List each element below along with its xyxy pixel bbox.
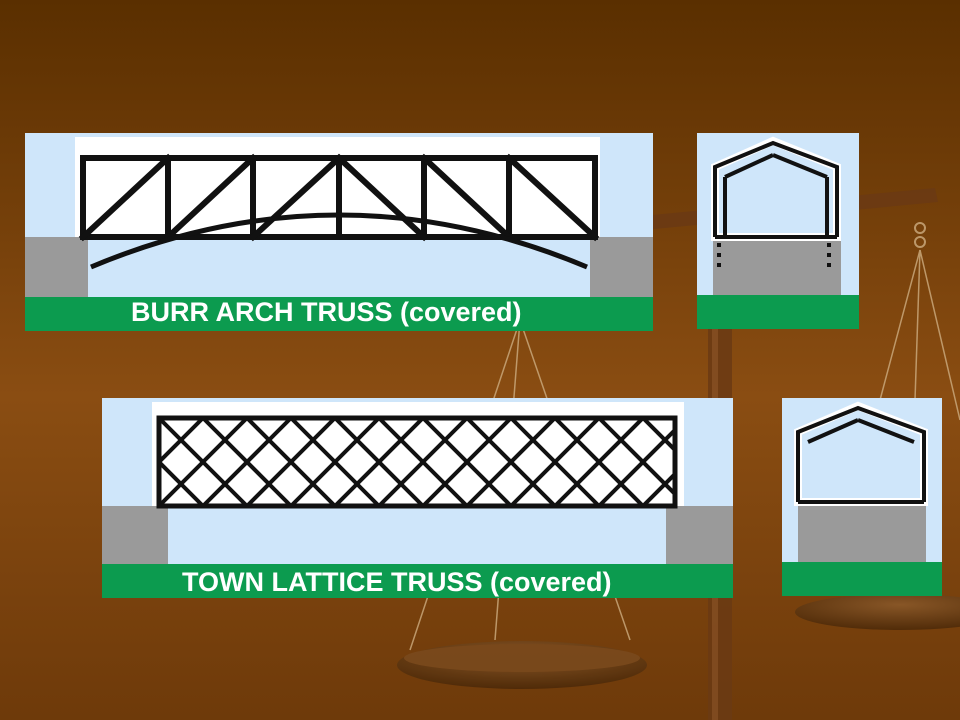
ground-strip bbox=[102, 564, 733, 598]
lattice-diagonal bbox=[553, 418, 645, 506]
burr-arch-truss-drawing bbox=[25, 133, 653, 331]
pier bbox=[798, 502, 926, 562]
lattice-diagonal bbox=[245, 418, 337, 506]
ground-strip bbox=[697, 295, 859, 329]
burr-end-drawing bbox=[697, 133, 859, 329]
lattice-diagonal bbox=[159, 459, 205, 506]
ground-strip bbox=[782, 562, 942, 596]
town-end-drawing bbox=[782, 398, 942, 596]
town-lattice-caption: TOWN LATTICE TRUSS (covered) bbox=[182, 567, 612, 597]
burr-arch-caption: BURR ARCH TRUSS (covered) bbox=[131, 297, 522, 327]
town-lattice-end-view bbox=[782, 398, 942, 596]
ground-strip bbox=[25, 297, 653, 331]
lattice-diagonal bbox=[509, 418, 601, 506]
burr-arch-truss-diagram: BURR ARCH TRUSS (covered) bbox=[25, 133, 653, 331]
left-abutment bbox=[25, 237, 88, 299]
lattice-diagonal bbox=[377, 418, 469, 506]
lattice-diagonal bbox=[465, 418, 557, 506]
left-abutment bbox=[102, 506, 168, 564]
lattice-diagonal bbox=[159, 418, 205, 465]
pier bbox=[713, 237, 841, 295]
town-lattice-truss-diagram: TOWN LATTICE TRUSS (covered) bbox=[102, 398, 733, 598]
right-abutment bbox=[590, 237, 653, 299]
burr-arch bbox=[90, 212, 588, 270]
lattice-diagonal bbox=[333, 418, 425, 506]
town-lattice-truss-drawing bbox=[102, 398, 733, 598]
right-abutment bbox=[666, 506, 733, 564]
lattice-diagonal bbox=[201, 418, 293, 506]
lattice-diagonal bbox=[289, 418, 381, 506]
lattice-diagonal bbox=[597, 427, 675, 506]
lattice-diagonal bbox=[159, 418, 249, 506]
lattice-diagonal bbox=[641, 471, 675, 506]
lattice-diagonal bbox=[641, 418, 675, 453]
lattice-web bbox=[159, 418, 675, 506]
truss-frame bbox=[78, 153, 600, 242]
truss-frame bbox=[156, 415, 678, 509]
burr-arch-end-view bbox=[697, 133, 859, 329]
lattice-diagonal bbox=[421, 418, 513, 506]
